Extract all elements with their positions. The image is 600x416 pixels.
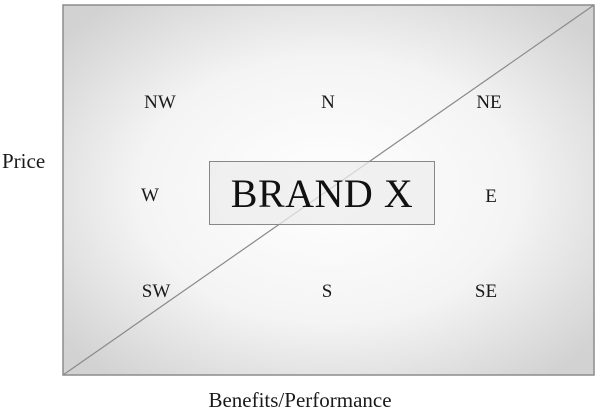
direction-e: E [485,186,497,207]
x-axis-label: Benefits/Performance [208,388,392,412]
direction-sw: SW [141,281,171,302]
direction-w: W [141,185,159,206]
direction-se: SE [474,281,498,302]
direction-nw: NW [144,92,176,113]
brand-x-box: BRAND X [209,161,435,225]
direction-s: S [321,281,333,302]
direction-n: N [321,92,335,113]
y-axis-label: Price [2,149,46,173]
brand-label: BRAND X [230,170,414,216]
direction-ne: NE [476,92,502,113]
